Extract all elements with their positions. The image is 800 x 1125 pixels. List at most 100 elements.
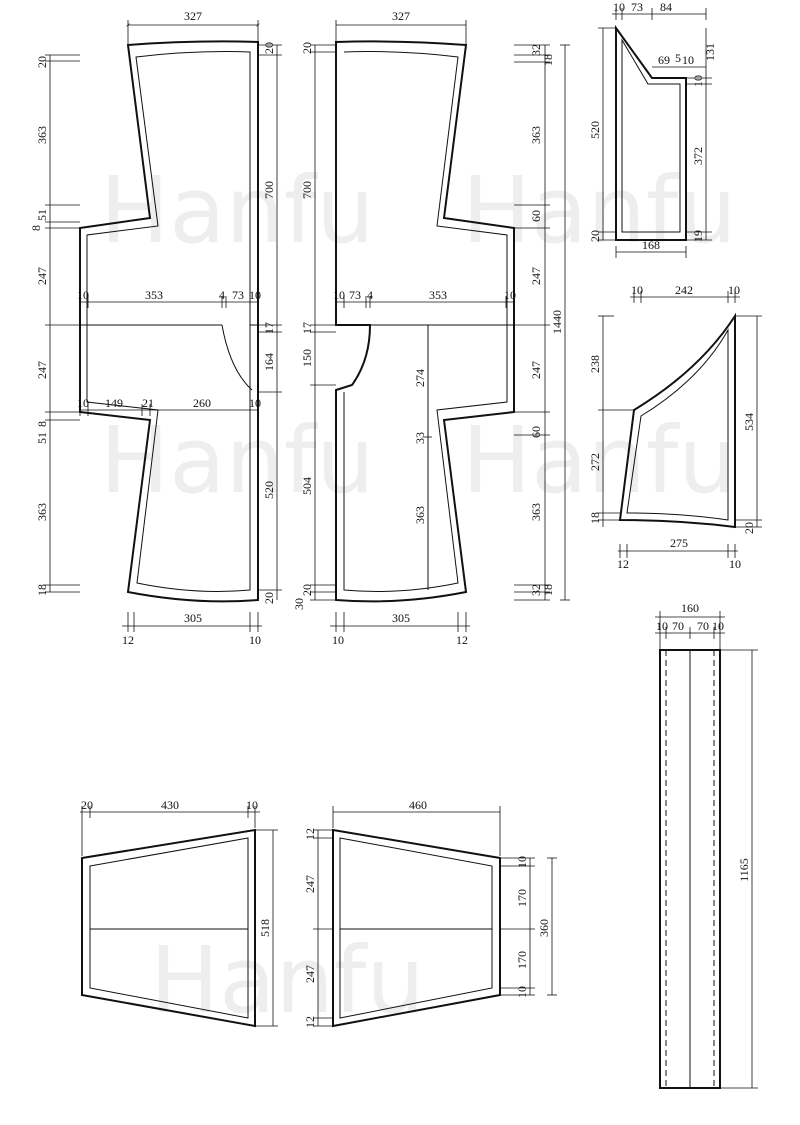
svg-text:20: 20 (262, 42, 276, 54)
svg-text:1440: 1440 (550, 310, 564, 334)
svg-text:430: 430 (161, 798, 179, 812)
svg-text:10: 10 (246, 798, 258, 812)
svg-text:51: 51 (35, 432, 49, 444)
svg-text:700: 700 (262, 181, 276, 199)
svg-text:17: 17 (262, 322, 276, 334)
svg-text:700: 700 (300, 181, 314, 199)
svg-text:10: 10 (656, 619, 668, 633)
gusset-dimensions: 10 242 10 238 272 18 534 20 275 12 10 (588, 283, 762, 571)
svg-text:10: 10 (515, 856, 529, 868)
svg-text:272: 272 (588, 453, 602, 471)
gusset-piece (618, 312, 736, 529)
svg-text:4: 4 (367, 288, 373, 302)
collar-dimensions: 10 73 84 69 5 10 520 20 131 10 372 19 16… (588, 0, 717, 258)
svg-text:274: 274 (413, 369, 427, 387)
svg-text:247: 247 (35, 267, 49, 285)
svg-text:1165: 1165 (737, 858, 751, 882)
svg-text:10: 10 (249, 633, 261, 647)
svg-text:70: 70 (697, 619, 709, 633)
svg-text:73: 73 (349, 288, 361, 302)
svg-text:20: 20 (262, 592, 276, 604)
svg-text:160: 160 (681, 601, 699, 615)
svg-text:51: 51 (35, 209, 49, 221)
svg-text:363: 363 (35, 126, 49, 144)
svg-text:30: 30 (292, 598, 306, 610)
svg-text:305: 305 (184, 611, 202, 625)
watermark-5: Hanfu (150, 927, 425, 1034)
svg-text:5: 5 (675, 51, 681, 65)
svg-text:20: 20 (300, 42, 314, 54)
svg-text:32: 32 (529, 44, 543, 56)
svg-text:170: 170 (515, 889, 529, 907)
svg-text:247: 247 (35, 361, 49, 379)
band-dimensions: 160 10 70 70 10 1165 (655, 601, 758, 1089)
svg-text:10: 10 (729, 557, 741, 571)
svg-text:534: 534 (742, 413, 756, 431)
svg-text:238: 238 (588, 355, 602, 373)
svg-text:8: 8 (29, 225, 43, 231)
svg-text:33: 33 (413, 432, 427, 444)
svg-text:12: 12 (303, 828, 317, 840)
svg-text:10: 10 (332, 633, 344, 647)
svg-text:10: 10 (682, 53, 694, 67)
svg-text:18: 18 (541, 584, 555, 596)
svg-text:19: 19 (691, 230, 705, 242)
svg-text:149: 149 (105, 396, 123, 410)
svg-text:18: 18 (35, 584, 49, 596)
back-body-piece (335, 40, 515, 603)
svg-text:460: 460 (409, 798, 427, 812)
sleeve-right-dimensions: 460 12 247 247 12 10 170 170 10 360 (303, 798, 557, 1028)
svg-text:10: 10 (613, 0, 625, 14)
svg-text:10: 10 (249, 396, 261, 410)
svg-text:69: 69 (658, 53, 670, 67)
sleeve-left-dimensions: 20 430 10 518 (80, 798, 278, 1027)
svg-text:247: 247 (529, 267, 543, 285)
svg-text:12: 12 (617, 557, 629, 571)
watermark-2: Hanfu (462, 157, 737, 264)
svg-text:18: 18 (588, 512, 602, 524)
svg-text:21: 21 (142, 396, 154, 410)
collar-piece (615, 24, 687, 241)
svg-text:12: 12 (456, 633, 468, 647)
svg-text:4: 4 (219, 288, 225, 302)
svg-text:275: 275 (670, 536, 688, 550)
svg-text:70: 70 (672, 619, 684, 633)
svg-text:164: 164 (262, 353, 276, 371)
front-body-dimensions: 327 20 363 51 8 247 247 8 51 363 18 20 7… (29, 9, 282, 647)
svg-text:360: 360 (537, 919, 551, 937)
svg-text:372: 372 (691, 147, 705, 165)
svg-text:73: 73 (631, 0, 643, 14)
svg-text:363: 363 (529, 503, 543, 521)
svg-text:12: 12 (303, 1016, 317, 1028)
svg-text:10: 10 (691, 75, 705, 87)
svg-text:20: 20 (742, 522, 756, 534)
svg-text:10: 10 (712, 619, 724, 633)
svg-text:247: 247 (303, 875, 317, 893)
watermark-1: Hanfu (100, 157, 375, 264)
svg-text:168: 168 (642, 238, 660, 252)
svg-text:10: 10 (515, 986, 529, 998)
svg-text:170: 170 (515, 951, 529, 969)
svg-text:20: 20 (81, 798, 93, 812)
svg-text:8: 8 (35, 421, 49, 427)
svg-text:60: 60 (529, 426, 543, 438)
svg-text:10: 10 (77, 288, 89, 302)
svg-text:353: 353 (145, 288, 163, 302)
svg-text:10: 10 (504, 288, 516, 302)
svg-text:520: 520 (262, 481, 276, 499)
svg-text:10: 10 (249, 288, 261, 302)
watermark-4: Hanfu (462, 407, 737, 514)
svg-text:305: 305 (392, 611, 410, 625)
svg-text:327: 327 (392, 9, 410, 23)
svg-text:84: 84 (660, 0, 672, 14)
svg-text:520: 520 (588, 121, 602, 139)
svg-text:60: 60 (529, 210, 543, 222)
front-body-piece (79, 40, 259, 603)
svg-text:73: 73 (232, 288, 244, 302)
svg-text:504: 504 (300, 477, 314, 495)
watermark-3: Hanfu (100, 407, 375, 514)
band-piece (659, 649, 721, 1089)
svg-text:363: 363 (529, 126, 543, 144)
svg-text:327: 327 (184, 9, 202, 23)
